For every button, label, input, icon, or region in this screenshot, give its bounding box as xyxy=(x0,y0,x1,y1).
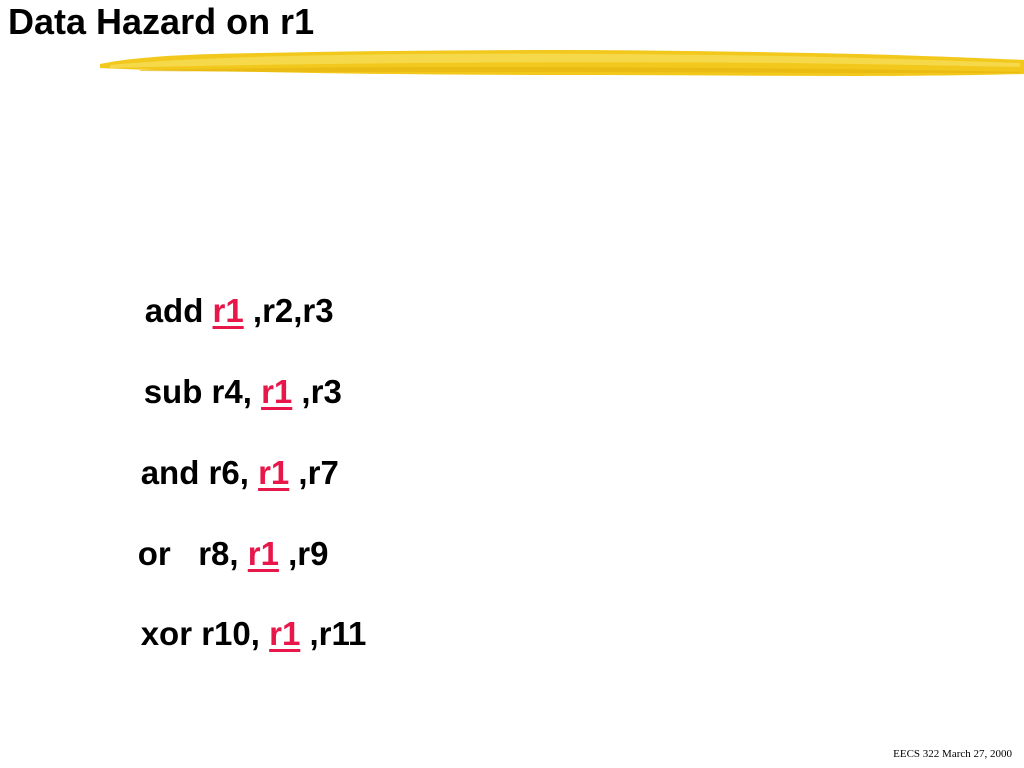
instruction-line-3: and r6, r1 ,r7 xyxy=(104,413,339,533)
instruction-line-1: add r1 ,r2,r3 xyxy=(108,251,334,371)
instruction-line-2: sub r4, r1 ,r3 xyxy=(107,332,342,452)
title-highlighter-stroke xyxy=(100,50,1024,76)
instruction-suffix: ,r11 xyxy=(300,615,367,652)
instruction-prefix: and r6, xyxy=(140,454,259,491)
slide-footer: EECS 322 March 27, 2000 xyxy=(893,748,1012,760)
instruction-prefix: xor r10, xyxy=(140,615,270,652)
instruction-suffix: ,r2,r3 xyxy=(243,292,334,329)
hazard-register: r1 xyxy=(269,615,301,652)
instruction-suffix: ,r9 xyxy=(278,535,329,572)
instruction-prefix: or r8, xyxy=(137,535,248,572)
hazard-register: r1 xyxy=(212,292,244,329)
slide-title: Data Hazard on r1 xyxy=(8,1,315,42)
instruction-line-4: or r8, r1 ,r9 xyxy=(101,494,329,614)
hazard-register: r1 xyxy=(261,373,293,410)
instruction-line-5: xor r10, r1 ,r11 xyxy=(104,574,367,694)
instruction-prefix: add xyxy=(144,292,213,329)
hazard-register: r1 xyxy=(247,535,279,572)
instruction-suffix: ,r3 xyxy=(292,373,342,410)
hazard-register: r1 xyxy=(258,454,290,491)
instruction-suffix: ,r7 xyxy=(289,454,339,491)
instruction-prefix: sub r4, xyxy=(143,373,262,410)
